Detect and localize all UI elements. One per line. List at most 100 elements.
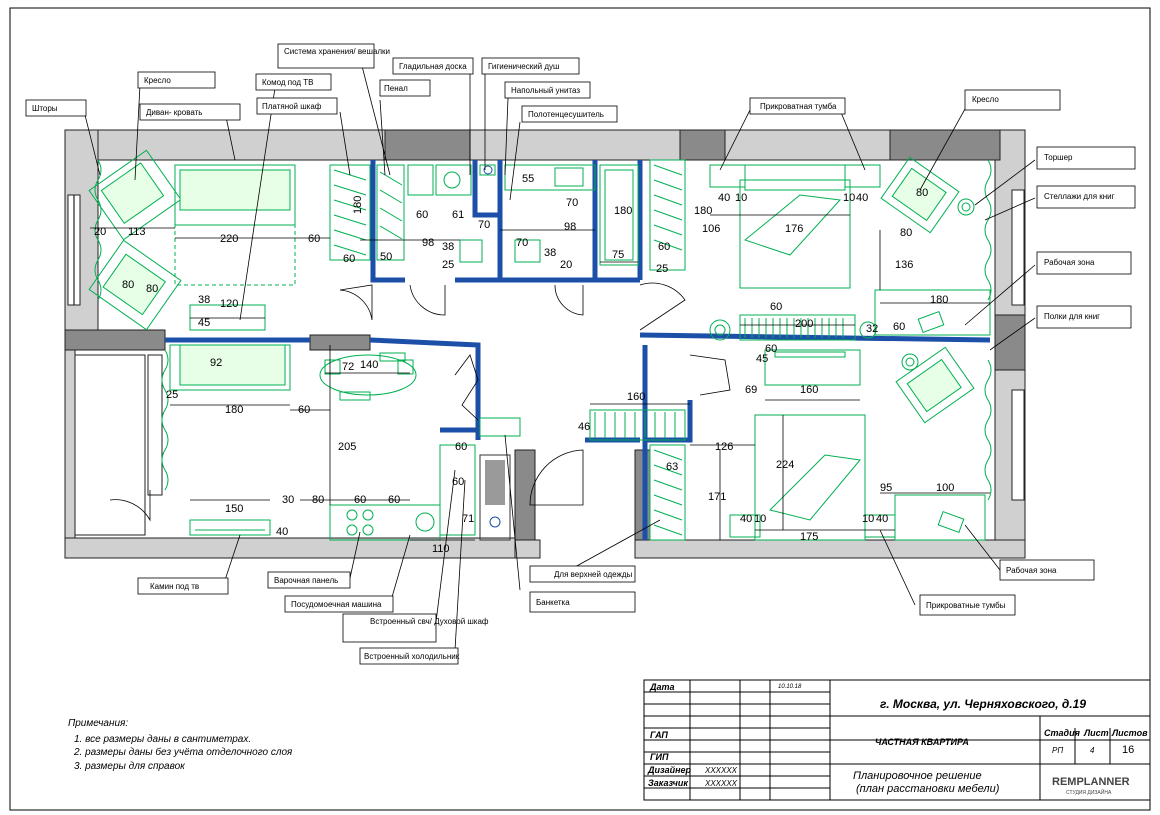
dim: 40 — [856, 192, 868, 204]
label-stellazhi: Стеллажи для книг — [1044, 192, 1115, 201]
dim: 136 — [895, 259, 913, 271]
dim: 140 — [360, 359, 378, 371]
dim: 40 — [276, 526, 288, 538]
dim: 100 — [936, 482, 954, 494]
dim: 70 — [478, 219, 490, 231]
dim: 55 — [522, 173, 534, 185]
tb-stage-label: Стадия — [1044, 728, 1081, 738]
tb-drawing-title-2: (план расстановки мебели) — [856, 783, 1000, 795]
tb-address: г. Москва, ул. Черняховского, д.19 — [880, 697, 1086, 711]
dim: 60 — [388, 494, 400, 506]
doors — [109, 282, 731, 522]
dim: 60 — [452, 476, 464, 488]
tb-object: ЧАСТНАЯ КВАРТИРА — [875, 737, 969, 747]
label-posudomoech: Посудомоечная машина — [291, 600, 382, 609]
dim: 75 — [612, 249, 624, 261]
label-svch: Встроенный свч/ Духовой шкаф — [370, 617, 489, 626]
label-holodilnik: Встроенный холодильник — [364, 652, 460, 661]
label-prikrovat-tumby: Прикроватные тумбы — [926, 601, 1006, 610]
label-rabochaya-2: Рабочая зона — [1006, 566, 1057, 575]
dim: 205 — [338, 441, 356, 453]
label-shtory: Шторы — [32, 104, 58, 113]
dim: 60 — [343, 253, 355, 265]
dim: 60 — [298, 404, 310, 416]
dim: 98 — [422, 237, 434, 249]
dim: 60 — [416, 209, 428, 221]
furniture — [88, 149, 992, 541]
dim: 20 — [560, 259, 572, 271]
dim: 40 — [876, 513, 888, 525]
dim: 70 — [516, 237, 528, 249]
dim: 60 — [308, 233, 320, 245]
dim: 60 — [765, 343, 777, 355]
tb-customer-label: Заказчик — [648, 778, 688, 788]
dim: 110 — [432, 543, 450, 555]
dim: 10 — [843, 192, 855, 204]
dim: 95 — [880, 482, 892, 494]
dim: 32 — [866, 323, 878, 335]
tb-designer-value: XXXXXX — [704, 766, 738, 775]
dim: 10 — [735, 192, 747, 204]
dim: 30 — [282, 494, 294, 506]
dim: 50 — [380, 251, 392, 263]
label-rabochaya-1: Рабочая зона — [1044, 258, 1095, 267]
dim: 180 — [930, 294, 948, 306]
dim: 25 — [656, 263, 668, 275]
tb-sheets-label: Листов — [1111, 728, 1148, 738]
tb-sheets: 16 — [1122, 744, 1134, 756]
dim: 46 — [578, 421, 590, 433]
dim: 60 — [658, 241, 670, 253]
dim: 180 — [614, 205, 632, 217]
dim: 98 — [564, 221, 576, 233]
label-gigien: Гигиенический душ — [488, 62, 559, 71]
dim: 80 — [916, 187, 928, 199]
label-penal: Пенал — [384, 84, 408, 93]
dim: 45 — [198, 317, 210, 329]
sheet-frame — [9, 7, 1151, 811]
note-1: 1. все размеры даны в сантиметрах. — [74, 734, 251, 745]
label-verhnyaya: Для верхней одежды — [554, 570, 632, 579]
dim: 80 — [312, 494, 324, 506]
dim: 38 — [198, 294, 210, 306]
label-divan: Диван- кровать — [146, 108, 202, 117]
dim: 25 — [166, 389, 178, 401]
dim: 180 — [694, 205, 712, 217]
tb-date: 10.10.18 — [778, 684, 802, 690]
tb-sheet: 4 — [1090, 746, 1095, 755]
dim: 120 — [220, 298, 238, 310]
tb-sheet-label: Лист — [1083, 728, 1109, 738]
label-polotenc: Полотенцесушитель — [528, 110, 604, 119]
leader-lines — [84, 65, 1036, 651]
dim: 71 — [462, 513, 474, 525]
tb-stage: РП — [1052, 746, 1063, 755]
dim: 160 — [627, 391, 645, 403]
dim: 175 — [800, 531, 818, 543]
dim: 60 — [770, 301, 782, 313]
label-platyanoy: Платяной шкаф — [262, 102, 322, 111]
dim: 224 — [776, 459, 794, 471]
dim: 25 — [442, 259, 454, 271]
notes: Примечания: 1. все размеры даны в сантим… — [68, 718, 293, 772]
label-polki: Полки для книг — [1044, 312, 1100, 321]
dim: 10 — [862, 513, 874, 525]
dim: 126 — [715, 441, 733, 453]
tb-gap: ГАП — [650, 730, 668, 740]
dim: 63 — [666, 461, 678, 473]
label-komod-tv: Комод под ТВ — [262, 78, 314, 87]
dimension-lines — [90, 214, 990, 541]
dim: 160 — [800, 384, 818, 396]
dim: 10 — [754, 513, 766, 525]
label-gladilnaya: Гладильная доска — [399, 62, 467, 71]
dim: 70 — [566, 197, 578, 209]
tb-designer-label: Дизайнер — [647, 765, 692, 775]
logo-subtext: СТУДИЯ ДИЗАЙНА — [1066, 788, 1112, 796]
dim: 38 — [544, 247, 556, 259]
partitions — [165, 160, 991, 540]
label-sistema: Система хранения/ вешалки — [284, 47, 390, 56]
dim: 80 — [146, 283, 158, 295]
tb-drawing-title-1: Планировочное решение — [853, 770, 982, 782]
label-unitaz: Напольный унитаз — [511, 86, 580, 95]
label-prikrovat-tumba: Прикроватная тумба — [760, 102, 837, 111]
dim: 45 — [756, 353, 768, 365]
